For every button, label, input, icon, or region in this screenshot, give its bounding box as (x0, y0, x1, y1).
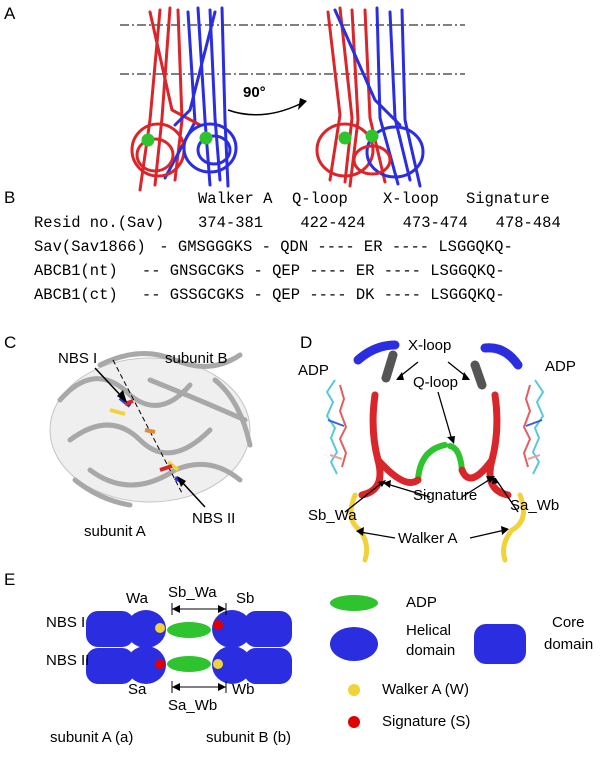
legend-core-swatch (474, 624, 526, 664)
core-domain-a (86, 611, 134, 647)
signature-dot-sa (155, 659, 165, 669)
signature-helices (358, 391, 512, 499)
row-label-sav: Sav(Sav1866) (34, 238, 146, 256)
row-seq-abcb1-nt: -- GNSGCGKS - QEP ---- ER ---- LSGGQKQ- (114, 262, 505, 280)
legend-core-line2: domain (544, 636, 594, 653)
panel-d-arrowheads (356, 372, 509, 536)
helical-domain-wa (126, 610, 166, 648)
legend-signature-label: Signature (S) (382, 713, 471, 730)
legend-signature-swatch (348, 716, 360, 728)
subunit-b-schematic-label: subunit B (b) (206, 729, 292, 746)
x-loop-label: X-loop (408, 337, 452, 354)
helical-domain-sb (212, 610, 252, 648)
row-label-abcb1-nt: ABCB1(nt) (34, 262, 118, 280)
panel-a-letter: A (4, 4, 16, 23)
legend-helical-line1: Helical (406, 622, 452, 639)
subunit-b-label: subunit B (165, 350, 228, 367)
header-signature: Signature (466, 190, 550, 208)
sb-wa-label: Sb_Wa (308, 507, 357, 524)
nbs1-label: NBS I (58, 350, 98, 367)
dimer-axis (112, 359, 184, 496)
x-loops (353, 340, 523, 390)
panel-d-letter: D (300, 333, 313, 352)
signature-dot-sb (213, 620, 223, 630)
schematic-domains (86, 610, 292, 684)
header-x-loop: X-loop (383, 190, 439, 208)
adp-molecules (325, 379, 545, 475)
helical-domain-sa (126, 646, 166, 684)
walker-a-label: Walker A (398, 530, 458, 547)
nbs2-arrow (180, 480, 206, 508)
sb-wa-schematic-label: Sb_Wa (168, 584, 217, 601)
sa-wb-schematic-label: Sa_Wb (168, 697, 218, 714)
legend-helical-line2: domain (406, 642, 456, 659)
panel-b-letter: B (4, 188, 16, 207)
panel-e-letter: E (4, 570, 16, 589)
adp-nbs2 (167, 656, 211, 672)
legend-helical-swatch (330, 627, 378, 661)
header-walker-a: Walker A (198, 190, 273, 208)
nbd-side (315, 122, 425, 179)
row-label-resid: Resid no.(Sav) (34, 214, 165, 232)
rotation-arrowhead (298, 98, 307, 110)
helical-domain-wb (212, 646, 252, 684)
q-loops (415, 442, 465, 483)
legend-walker-label: Walker A (W) (382, 681, 469, 698)
nbs2-label: NBS II (192, 510, 236, 527)
nbs1-arrow (94, 367, 124, 399)
legend-shapes (330, 595, 526, 728)
sa-wb-label: Sa_Wb (510, 497, 560, 514)
subunit-a-schematic-label: subunit A (a) (50, 729, 134, 746)
legend-walker-swatch (348, 684, 360, 696)
header-q-loop: Q-loop (292, 190, 348, 208)
row-label-abcb1-ct: ABCB1(ct) (34, 286, 118, 304)
legend-core-line1: Core (552, 614, 585, 631)
adp-right-label: ADP (545, 358, 576, 375)
legend-adp-swatch (330, 595, 378, 611)
nbs1-schematic-label: NBS I (46, 614, 86, 631)
row-seq-resid: 374-381 422-424 473-474 478-484 (198, 214, 561, 232)
protein-structure-front (138, 6, 230, 192)
sa-label: Sa (128, 681, 147, 698)
wa-label: Wa (126, 590, 148, 607)
nbd-front (130, 122, 238, 178)
walker-dot-wb (213, 659, 223, 669)
walker-dot-wa (155, 623, 165, 633)
adp-nbs1 (167, 622, 211, 638)
subunit-a-label: subunit A (84, 523, 146, 540)
adp-left-label: ADP (298, 362, 329, 379)
membrane-lines (120, 24, 465, 75)
sb-label: Sb (236, 590, 255, 607)
rotation-label: 90° (243, 84, 266, 101)
walker-a-loops (348, 492, 527, 563)
nbs2-schematic-label: NBS II (46, 652, 90, 669)
distance-arrowheads (172, 605, 226, 691)
q-loop-label: Q-loop (413, 374, 459, 391)
wb-label: Wb (232, 681, 255, 698)
rotation-arrow (227, 103, 301, 116)
legend-adp-label: ADP (406, 594, 437, 611)
row-seq-abcb1-ct: -- GSSGCGKS - QEP ---- DK ---- LSGGQKQ- (114, 286, 505, 304)
protein-structure-side (326, 6, 422, 188)
row-seq-sav: - GMSGGGKS - QDN ---- ER ---- LSGGQKQ- (150, 238, 513, 256)
panel-c-letter: C (4, 333, 17, 352)
signature-label: Signature (413, 487, 478, 504)
